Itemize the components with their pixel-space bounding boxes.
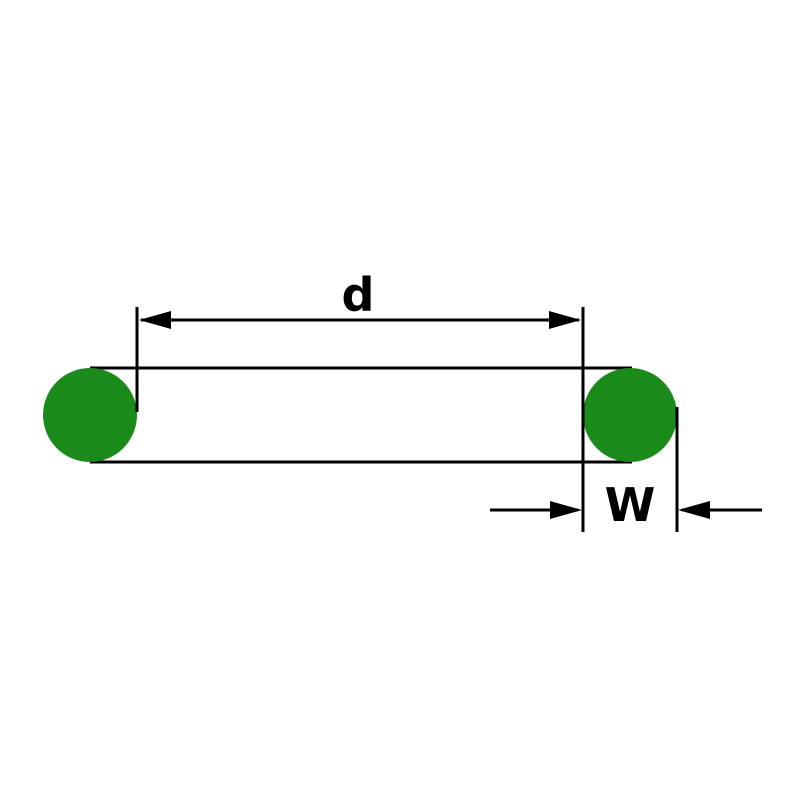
w-arrowhead-right-icon — [678, 501, 710, 519]
d-arrowhead-left-icon — [139, 311, 171, 329]
w-label: W — [605, 478, 656, 532]
w-arrowhead-left-icon — [550, 501, 582, 519]
right-oring-cross-section — [583, 368, 677, 462]
left-oring-cross-section — [43, 368, 137, 462]
d-label: d — [342, 268, 375, 322]
d-arrowhead-right-icon — [549, 311, 581, 329]
